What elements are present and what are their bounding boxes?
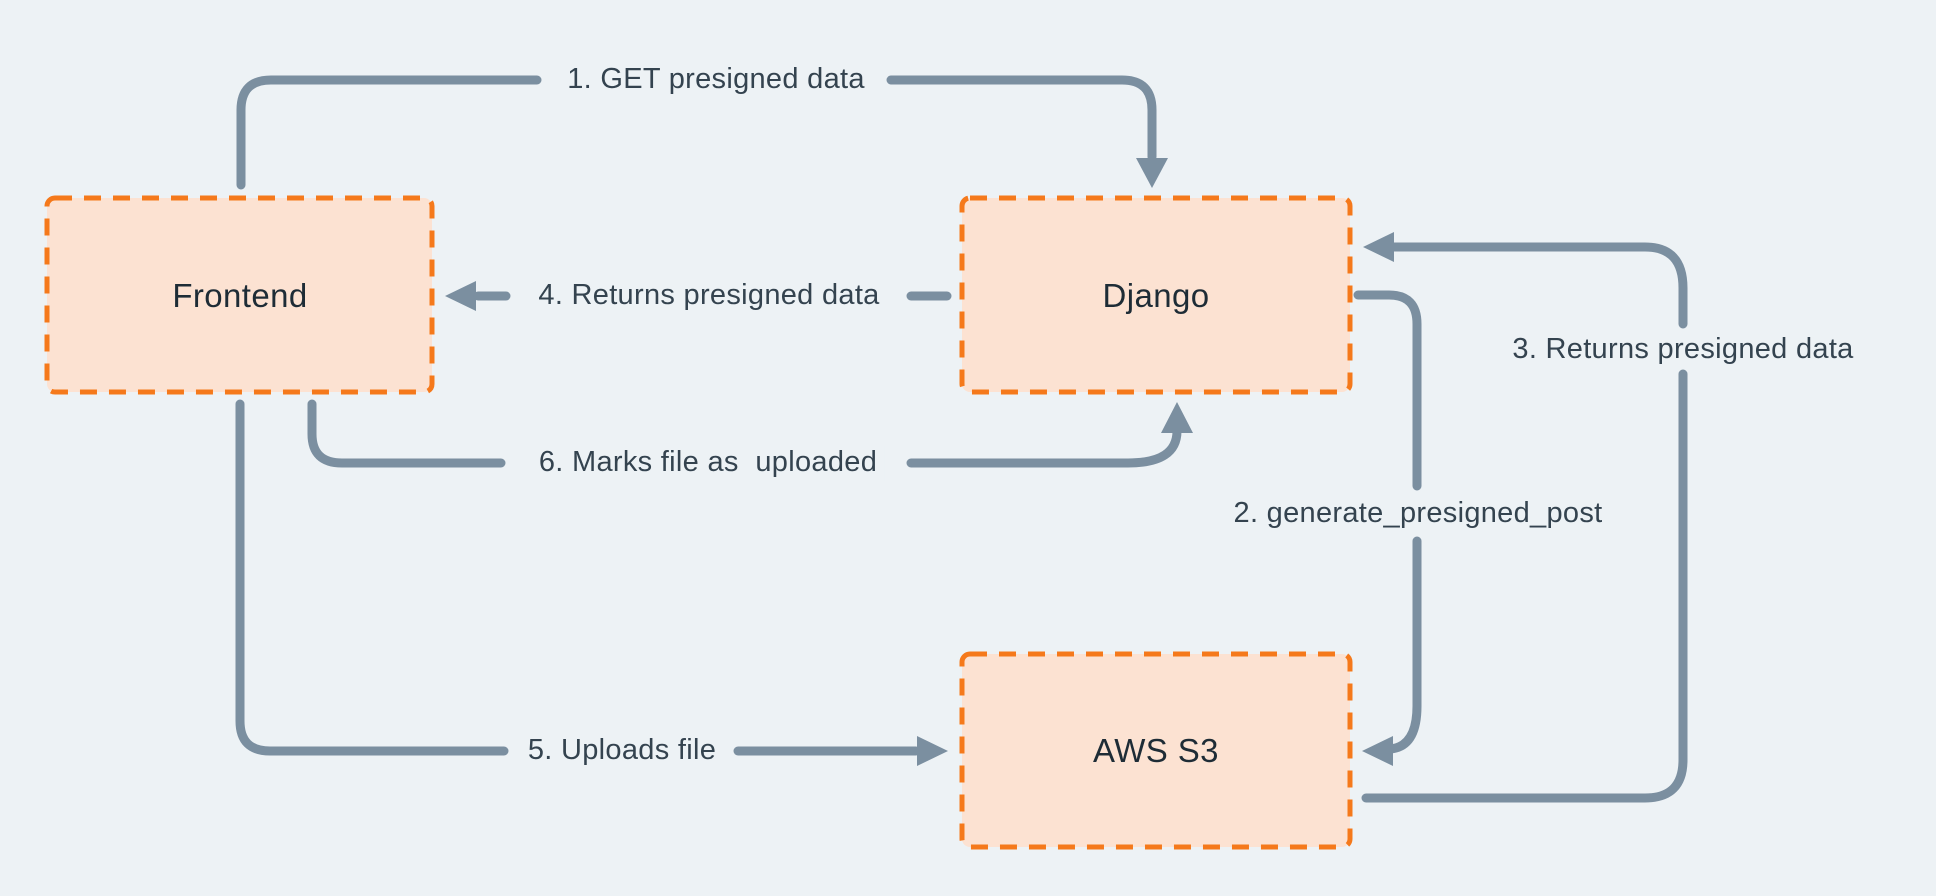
edge-4-returns-presigned-data [445,281,952,311]
diagram-edges [235,75,1688,803]
edge-5-arrowhead [917,736,948,766]
edge-label-4: 4. Returns presigned data [530,278,888,314]
edge-2-generate-presigned-post [1353,290,1422,766]
edge-label-5: 5. Uploads file [519,733,725,769]
edge-1-arrowhead [1136,158,1168,188]
edge-label-6: 6. Marks file as uploaded [530,445,886,481]
node-aws-s3-box [959,651,1353,850]
edge-1-get-presigned-data [236,75,1168,190]
edge-label-3: 3. Returns presigned data [1504,332,1862,368]
edge-2-arrowhead [1362,736,1393,766]
edge-label-1: 1. GET presigned data [559,62,873,98]
node-django-label: Django [1102,276,1210,314]
node-frontend-box [44,195,435,395]
node-aws-s3-label: AWS S3 [1093,731,1219,769]
edge-3-arrowhead [1363,232,1394,262]
edge-label-2: 2. generate_presigned_post [1225,496,1611,532]
node-boxes [44,195,1353,850]
edge-6-marks-file-uploaded [307,399,1193,468]
edge-5-uploads-file [235,399,948,766]
edge-4-arrowhead [445,281,476,311]
node-frontend-label: Frontend [172,276,308,314]
edge-3-returns-presigned-data [1361,232,1688,803]
node-django-box [959,195,1353,395]
edge-6-arrowhead [1161,402,1193,433]
